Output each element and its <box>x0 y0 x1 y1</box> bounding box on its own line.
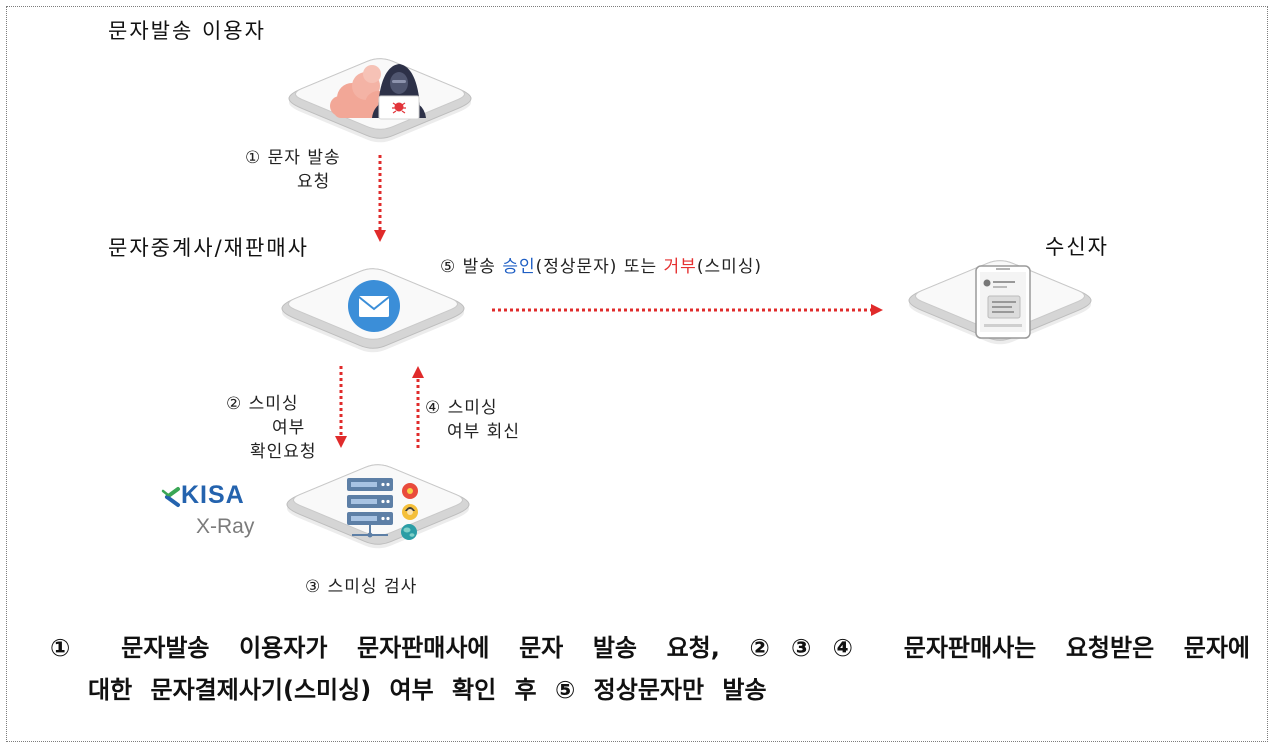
envelope-flap <box>358 296 390 311</box>
step4-label-line1: ④ 스미싱 <box>425 398 498 418</box>
arrow-step1-head <box>374 230 386 242</box>
step2-label-line1: ② 스미싱 <box>226 394 299 414</box>
arrow-step2 <box>335 366 347 448</box>
step1-label-line2: 요청 <box>297 172 331 192</box>
step2-label-line3: 확인요청 <box>250 442 317 462</box>
relay-title: 문자중계사/재판매사 <box>108 236 309 260</box>
message-line <box>992 311 1014 313</box>
sender-avatar <box>983 279 991 287</box>
step5-prefix: ⑤ 발송 <box>440 257 503 277</box>
step4-label-line2: 여부 회신 <box>447 422 520 442</box>
face-head <box>407 509 413 515</box>
hacker-laptop-icon <box>330 64 426 120</box>
arrow-step1 <box>374 155 386 242</box>
server-stripe <box>351 499 377 504</box>
arrow-step4-head <box>412 366 424 378</box>
server-node <box>367 532 373 538</box>
kisa-logo-product: X-Ray <box>196 515 255 538</box>
kisa-mark-lower <box>165 495 180 507</box>
sender-line <box>993 286 1007 288</box>
server-rack-icon <box>347 478 393 538</box>
kisa-logo-mark <box>161 487 180 507</box>
caption-line1: ① 문자발송 이용자가 문자판매사에 문자 발송 요청, ②③④ 문자판매사는 … <box>50 634 1250 662</box>
alert-icon <box>402 483 418 499</box>
step5-label: ⑤ 발송 승인(정상문자) 또는 거부(스미싱) <box>440 259 762 276</box>
user-face-icon <box>402 504 418 520</box>
server-led <box>386 499 390 504</box>
server-stripe <box>351 482 377 487</box>
message-line <box>992 306 1012 308</box>
arrow-step5 <box>492 304 883 316</box>
globe-land <box>403 527 411 533</box>
envelope-body <box>359 296 389 317</box>
kisa-logo-name: KISA <box>181 481 245 509</box>
step2-label-line2: 여부 <box>272 418 306 438</box>
hacker-eyes <box>392 80 406 83</box>
caption-line2: 대한 문자결제사기(스미싱) 여부 확인 후 ⑤ 정상문자만 발송 <box>88 676 767 704</box>
sender-title: 문자발송 이용자 <box>108 19 266 43</box>
step1-label-line1: ① 문자 발송 <box>245 148 341 168</box>
server-led <box>381 482 385 487</box>
sender-line <box>993 281 1015 283</box>
step5-approve: 승인 <box>502 257 536 277</box>
arrow-step5-head <box>871 304 883 316</box>
server-led <box>386 516 390 521</box>
server-led <box>381 499 385 504</box>
server-led <box>386 482 390 487</box>
step5-middle: (정상문자) 또는 <box>535 257 664 277</box>
alert-mark <box>407 488 413 494</box>
envelope-icon <box>348 280 400 332</box>
bug-icon <box>392 102 406 114</box>
step3-label: ③ 스미싱 검사 <box>305 577 418 597</box>
kisa-mark-tick <box>161 489 170 497</box>
globe-land <box>409 533 415 537</box>
arrow-step2-head <box>335 436 347 448</box>
diagram-frame <box>6 6 1268 742</box>
cloud-base <box>334 104 384 118</box>
arrow-step4 <box>412 366 424 448</box>
message-line <box>992 301 1016 303</box>
receiver-title: 수신자 <box>1045 235 1109 259</box>
bug-body <box>394 102 404 112</box>
globe-icon <box>401 524 417 540</box>
smoke-cloud-icon <box>330 65 391 118</box>
server-led <box>381 516 385 521</box>
phone-message-icon <box>975 265 1031 339</box>
server-stripe <box>351 516 377 521</box>
step5-reject: 거부 <box>663 257 697 277</box>
cloud-puff <box>363 65 381 83</box>
input-bar <box>984 324 1022 327</box>
step5-suffix: (스미싱) <box>696 257 762 277</box>
bug-legs <box>392 102 406 114</box>
